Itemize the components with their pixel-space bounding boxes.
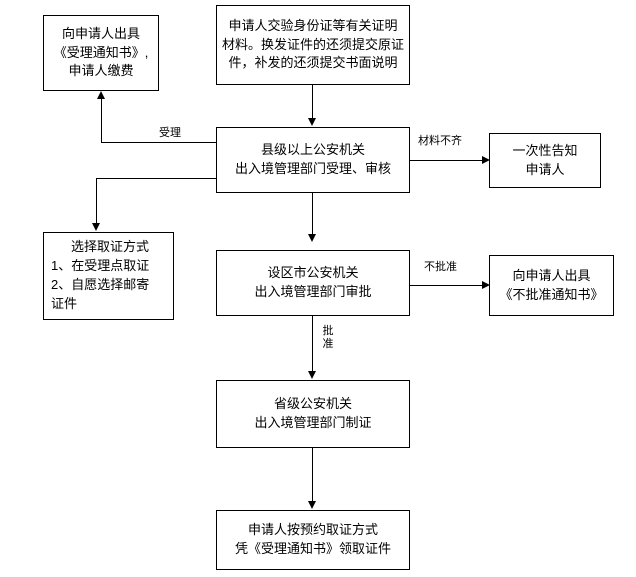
node-line: 一次性告知 (512, 142, 578, 158)
node-line: 2、自愿选择邮寄 (51, 277, 150, 292)
node-line: 凭《受理通知书》领取证件 (234, 541, 391, 556)
edge-city-to-disapproval (410, 285, 484, 286)
node-line: 选择取证方式 (70, 239, 149, 255)
node-line: 出入境管理部门制证 (254, 415, 372, 430)
node-issue-acceptance-notice-and-pay: 向申请人出具 《受理通知书》, 申请人缴费 (43, 15, 159, 91)
node-line: 省级公安机关 (273, 396, 352, 412)
node-province-level-make-document: 省级公安机关 出入境管理部门制证 (216, 380, 410, 448)
edge-label-accept: 受理 (159, 127, 181, 139)
edge-label-not-approved: 不批准 (424, 261, 457, 273)
edge-city-to-province (312, 316, 313, 372)
edge-county-to-one-time-notice (410, 160, 484, 161)
node-line: 《不批准通知书》 (499, 286, 604, 302)
node-line: 材料。换发证件的还须提交原证 (221, 36, 404, 52)
arrow-county-to-city (308, 234, 316, 242)
edge-accept-up-to-notice (101, 99, 102, 143)
node-line: 出入境管理部门受理、审核 (234, 161, 391, 176)
node-line: 申请人交验身份证等有关证明 (228, 17, 398, 33)
node-line: 出入境管理部门审批 (254, 284, 372, 299)
arrow-accept-to-notice (97, 91, 105, 99)
node-county-level-accept-review: 县级以上公安机关 出入境管理部门受理、审核 (216, 127, 410, 193)
edge-label-approved: 批准 (322, 325, 334, 350)
node-line: 《受理通知书》, (53, 44, 149, 60)
arrow-province-to-collect (308, 501, 316, 509)
arrow-materials-to-county (308, 118, 316, 126)
node-issue-disapproval-notice: 向申请人出具 《不批准通知书》 (489, 255, 614, 316)
edge-county-accept-left (101, 142, 217, 143)
node-applicant-submits-materials: 申请人交验身份证等有关证明 材料。换发证件的还须提交原证 件，补发的还须提交书面… (216, 5, 410, 85)
arrow-county-to-pickup (92, 223, 100, 231)
edge-county-to-pickup-v (96, 178, 97, 224)
arrow-county-to-one-time-notice (482, 156, 490, 164)
node-line: 设区市公安机关 (267, 265, 359, 281)
node-line: 向申请人出具 (61, 25, 140, 41)
node-line: 向申请人出具 (512, 267, 591, 283)
node-line: 申请人缴费 (68, 63, 134, 79)
node-line: 县级以上公安机关 (260, 142, 365, 158)
node-one-time-notification: 一次性告知 申请人 (489, 133, 601, 188)
node-line: 申请人按预约取证方式 (247, 522, 378, 538)
node-line: 件，补发的还须提交书面说明 (228, 55, 398, 71)
edge-label-materials-incomplete: 材料不齐 (418, 135, 462, 147)
node-line: 1、在受理点取证 (51, 258, 150, 274)
node-choose-pickup-method: 选择取证方式 1、在受理点取证 2、自愿选择邮寄 证件 (43, 232, 174, 320)
node-line: 申请人 (525, 161, 565, 177)
edge-materials-to-county (312, 85, 313, 119)
node-city-level-approval: 设区市公安机关 出入境管理部门审批 (216, 250, 410, 316)
edge-county-to-pickup-h (96, 178, 217, 179)
node-applicant-collects-document: 申请人按预约取证方式 凭《受理通知书》领取证件 (216, 510, 410, 570)
node-line: 证件 (51, 295, 78, 311)
edge-county-to-city (312, 193, 313, 235)
arrow-city-to-disapproval (482, 281, 490, 289)
arrow-city-to-province (308, 371, 316, 379)
edge-province-to-collect (312, 448, 313, 502)
